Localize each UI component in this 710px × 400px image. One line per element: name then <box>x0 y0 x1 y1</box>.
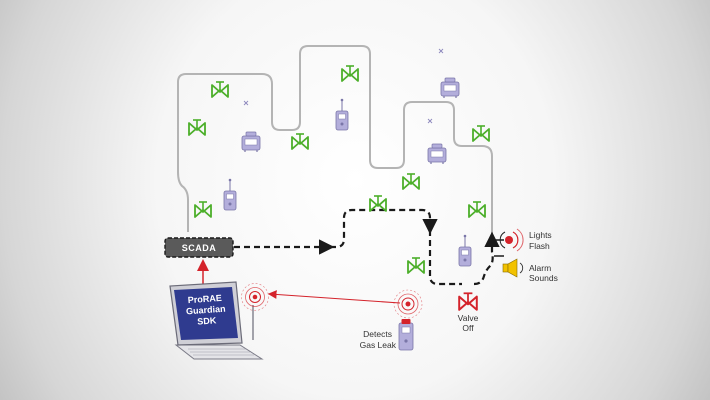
detects-label-line-2: Gas Leak <box>360 340 397 350</box>
valve-line-flow <box>428 230 462 286</box>
valve-off-label-line-2: Off <box>462 323 474 333</box>
scada-label: SCADA <box>182 243 217 253</box>
laptop-icon: ProRAE Guardian SDK <box>169 281 264 360</box>
area-monitor-icon <box>241 131 261 152</box>
gas-monitor-icon <box>335 98 349 131</box>
valve-open-icon <box>369 195 387 212</box>
leak-detector-icon <box>393 289 423 351</box>
scada-box: SCADA <box>164 237 234 258</box>
alarm-horn-icon <box>502 258 524 278</box>
lights-label-line-1: Lights <box>529 230 552 240</box>
valve-open-icon <box>188 119 206 136</box>
pipeline <box>177 45 493 238</box>
valve-open-icon <box>341 65 359 82</box>
valve-open-icon <box>194 201 212 218</box>
detects-label-line-1: Detects <box>363 329 392 339</box>
alarm-control-flow <box>473 231 500 286</box>
alarm-label-line-1: Alarm <box>529 263 551 273</box>
warning-light-icon <box>499 228 524 252</box>
area-monitor-icon <box>427 143 447 164</box>
sdk-label-line-2: Guardian <box>186 304 226 317</box>
sdk-label-line-1: ProRAE <box>187 293 222 305</box>
valve-open-icon <box>472 125 490 142</box>
alarm-label-line-2: Sounds <box>529 273 558 283</box>
sdk-label-line-3: SDK <box>197 315 217 326</box>
leak-signal-arrow <box>267 290 401 304</box>
receiver-antenna-icon <box>241 283 269 340</box>
area-monitor-icon <box>440 77 460 98</box>
gas-monitor-icon <box>458 234 472 267</box>
valve-control-flow <box>330 208 438 249</box>
sensor-mark-icon <box>243 48 444 124</box>
valve-open-icon <box>291 133 309 150</box>
valve-open-icon <box>407 257 425 274</box>
lights-label-line-2: Flash <box>529 241 550 251</box>
valve-off-label-line-1: Valve <box>458 313 479 323</box>
valve-closed-icon <box>458 292 478 311</box>
gas-monitor-icon <box>223 178 237 211</box>
valve-open-icon <box>211 81 229 98</box>
valve-open-icon <box>402 173 420 190</box>
valve-open-icon <box>468 201 486 218</box>
